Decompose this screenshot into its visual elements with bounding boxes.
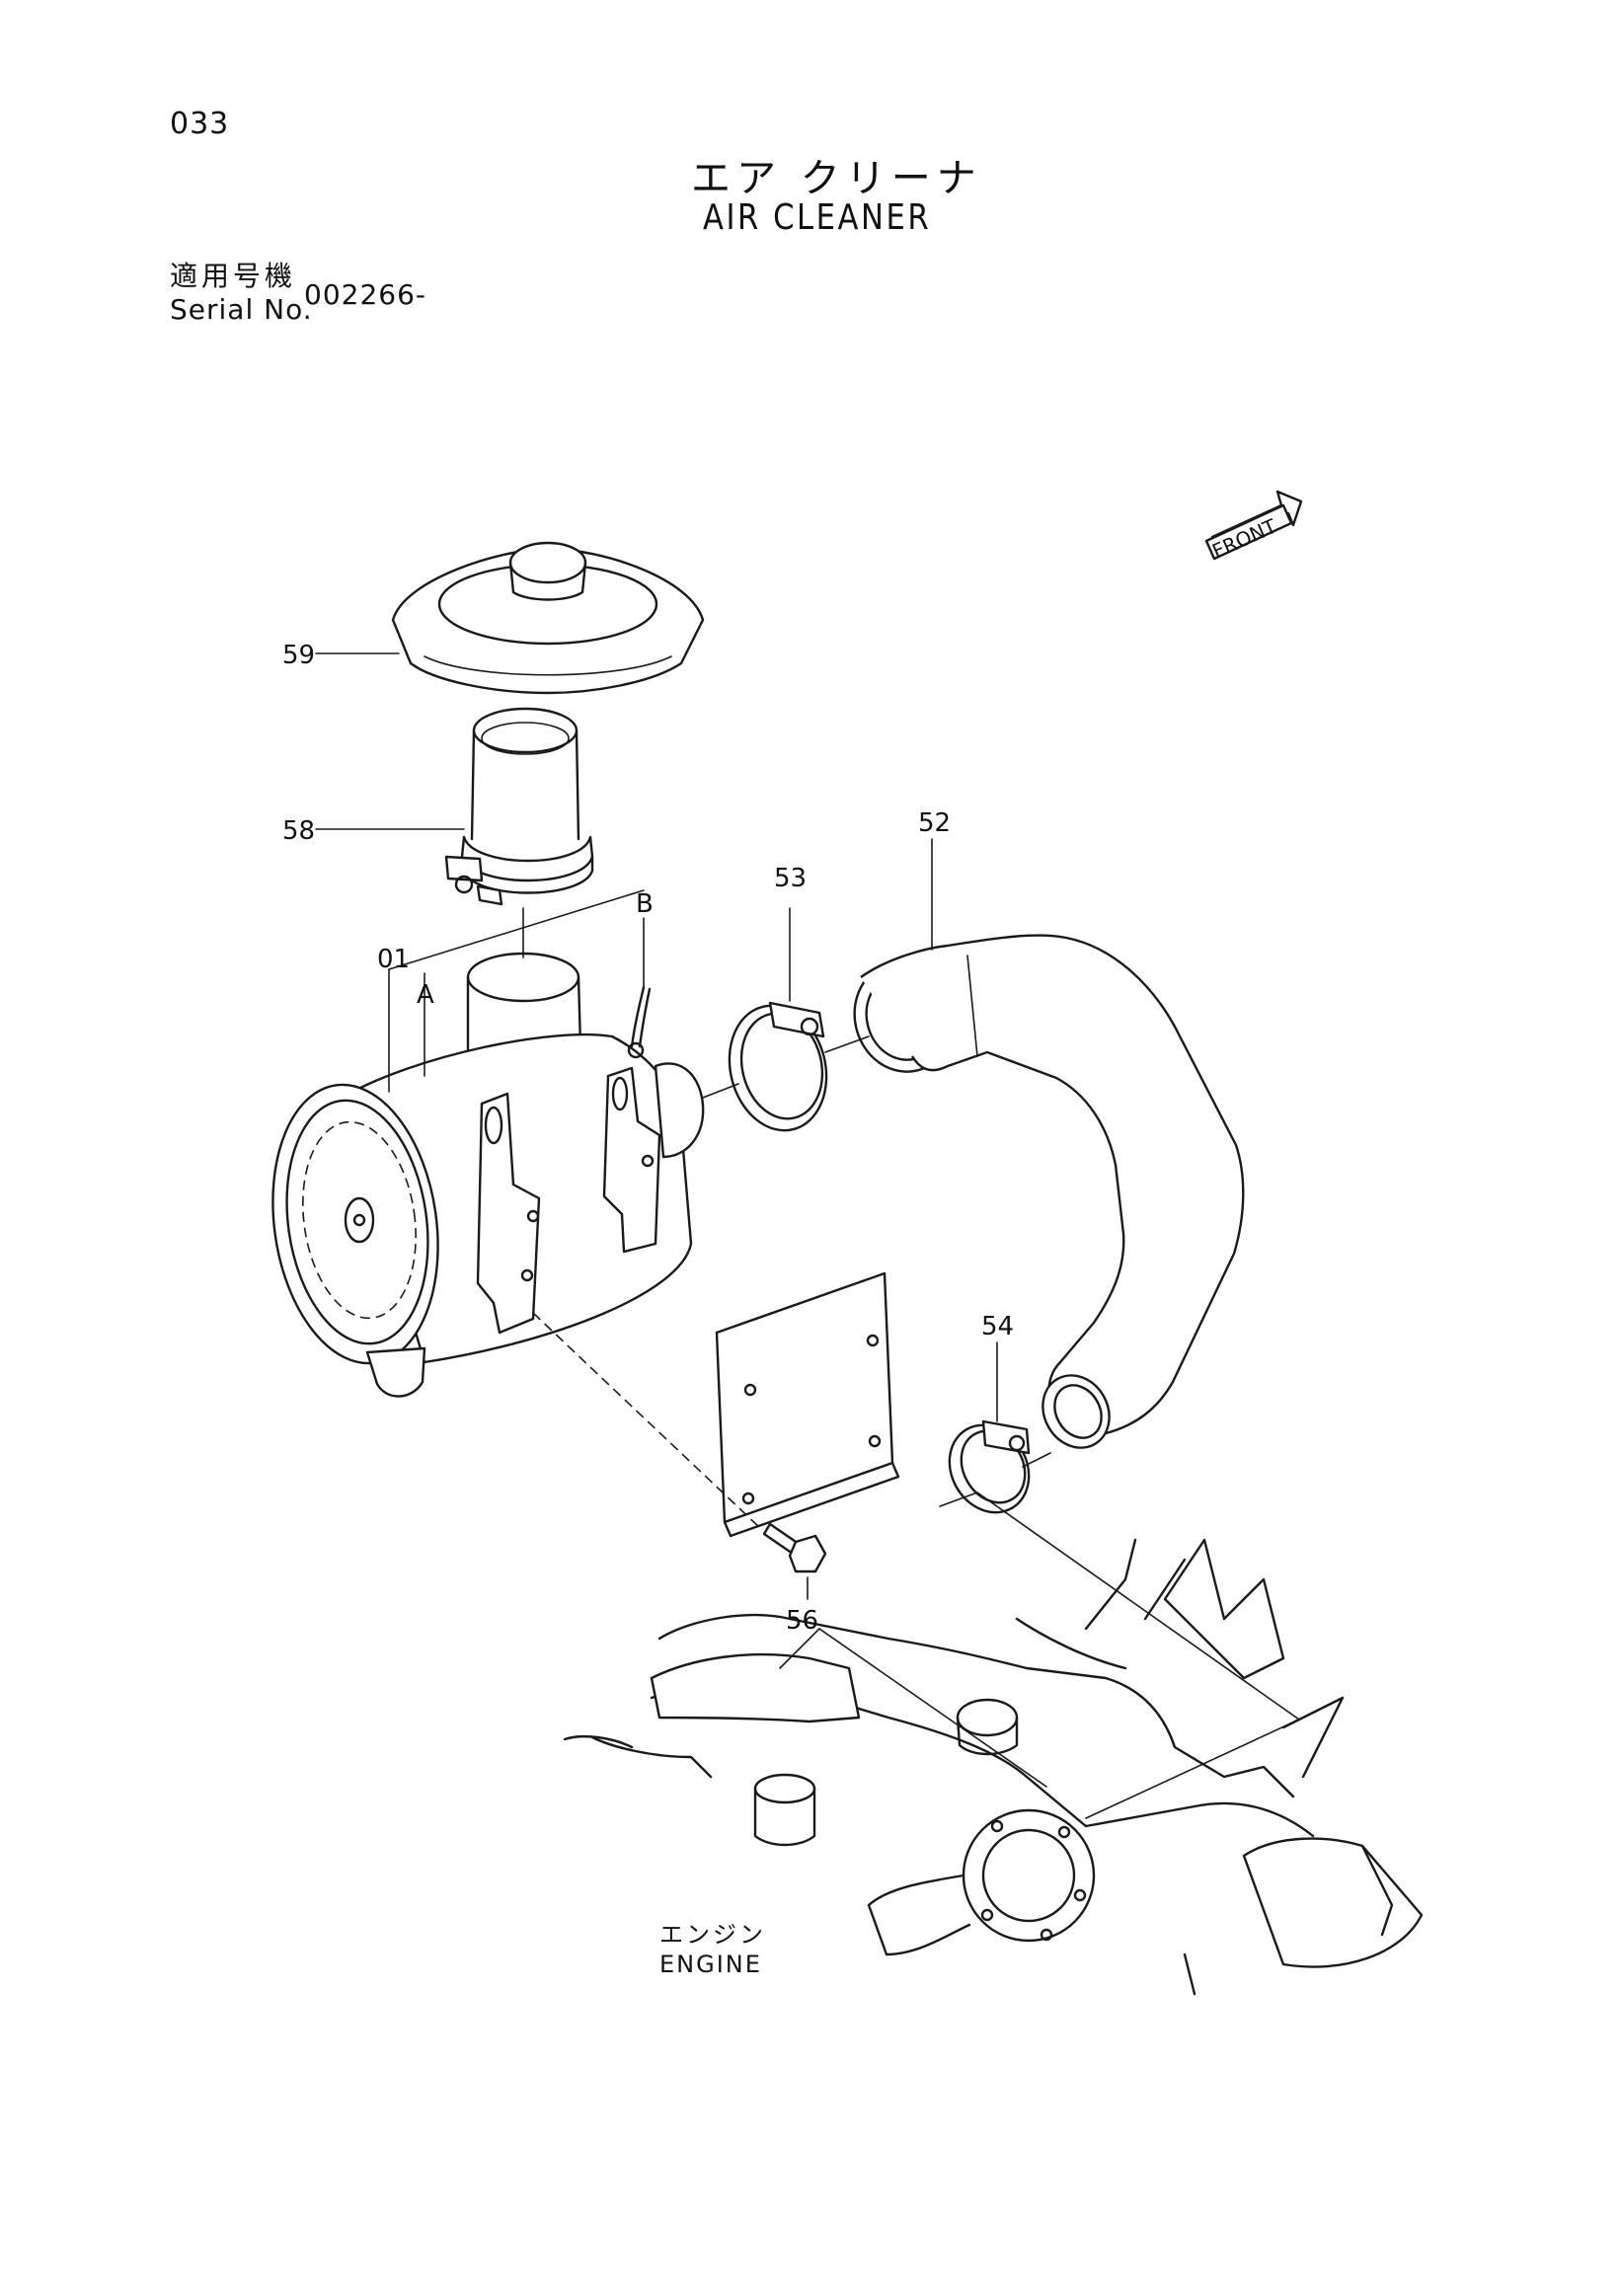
callout-53: 53 xyxy=(774,864,807,893)
part-58-inlet-tube xyxy=(444,707,594,906)
page-number: 033 xyxy=(170,107,230,141)
part-59-cover xyxy=(391,541,705,695)
title-japanese: エア クリーナ xyxy=(691,156,982,201)
callout-b: B xyxy=(636,889,654,919)
part-01-air-cleaner-body xyxy=(271,952,705,1398)
callout-01: 01 xyxy=(377,945,410,974)
callout-58: 58 xyxy=(282,816,315,846)
callout-56: 56 xyxy=(786,1606,818,1636)
callout-59: 59 xyxy=(282,641,315,670)
part-52-intake-hose xyxy=(853,934,1245,1449)
mounting-plate xyxy=(715,1271,900,1538)
callout-a: A xyxy=(417,980,434,1010)
engine-label-japanese: エンジン xyxy=(659,1921,766,1949)
callout-labels: 59 58 01 A B 53 52 54 56 xyxy=(282,641,1014,1636)
engine-label-english: ENGINE xyxy=(659,1951,762,1978)
serial-label-english: Serial No. xyxy=(170,293,313,326)
callout-54: 54 xyxy=(981,1312,1014,1341)
serial-number-value: 002266- xyxy=(304,278,426,311)
engine-partial xyxy=(563,1538,1424,1996)
leader-lines xyxy=(315,652,1301,1819)
part-54-small-clamp xyxy=(948,1419,1031,1514)
front-direction-arrow: FRONT xyxy=(1204,490,1303,564)
part-53-hose-clamp xyxy=(728,1001,828,1132)
serial-label-japanese: 適用号機 xyxy=(170,260,297,292)
title-english: AIR CLEANER xyxy=(703,197,932,238)
callout-52: 52 xyxy=(918,808,951,838)
part-56-bolt xyxy=(762,1522,827,1573)
